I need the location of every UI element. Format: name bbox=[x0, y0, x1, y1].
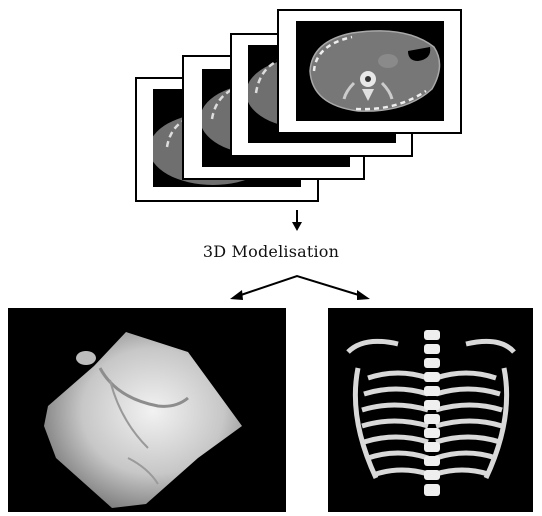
skin-surface-render bbox=[8, 308, 286, 512]
down-arrow-icon bbox=[292, 210, 302, 231]
process-label: 3D Modelisation bbox=[0, 242, 542, 261]
split-arrows-icon bbox=[230, 276, 370, 300]
bone-skeleton-render bbox=[328, 308, 533, 512]
